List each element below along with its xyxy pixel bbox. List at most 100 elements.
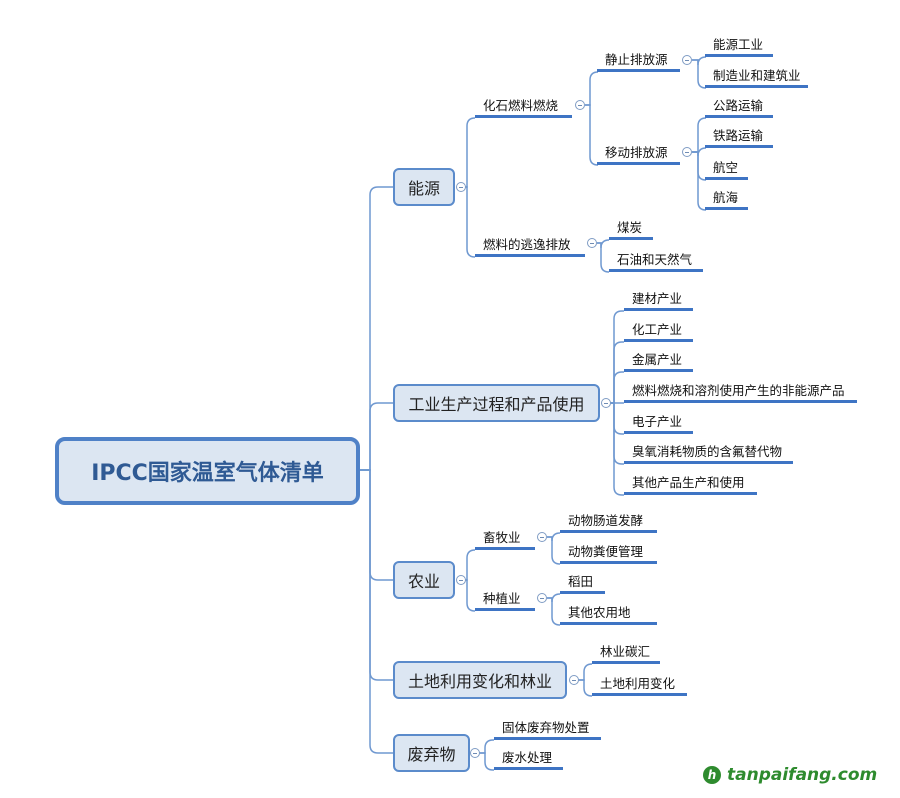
topic-label: 燃料燃烧和溶剂使用产生的非能源产品 <box>632 383 845 398</box>
watermark-text: tanpaifang.com <box>727 765 878 785</box>
collapse-icon[interactable] <box>456 182 466 192</box>
topic-label: 动物肠道发酵 <box>568 513 644 528</box>
topic-stationary-sources[interactable]: 静止排放源 <box>597 53 680 72</box>
topic-livestock[interactable]: 畜牧业 <box>475 531 535 550</box>
topic-leaf[interactable]: 土地利用变化 <box>592 677 687 696</box>
topic-label: 畜牧业 <box>483 530 521 545</box>
topic-leaf[interactable]: 电子产业 <box>624 415 693 434</box>
topic-label: 农业 <box>407 572 440 591</box>
topic-leaf[interactable]: 公路运输 <box>705 99 773 118</box>
connector-line <box>465 117 476 188</box>
topic-leaf[interactable]: 动物肠道发酵 <box>560 514 657 533</box>
connector-line <box>479 739 494 754</box>
topic-label: 固体废弃物处置 <box>502 720 590 735</box>
connector-line <box>610 310 624 404</box>
connector-line <box>360 469 393 681</box>
topic-leaf[interactable]: 化工产业 <box>624 323 693 342</box>
topic-label: 煤炭 <box>617 220 643 235</box>
topic-label: 其他农用地 <box>568 605 631 620</box>
topic-cropland[interactable]: 种植业 <box>475 592 535 611</box>
topic-label: 化石燃料燃烧 <box>483 98 559 113</box>
connector-line <box>479 752 494 771</box>
collapse-icon[interactable] <box>470 748 480 758</box>
connector-line <box>547 536 561 565</box>
topic-leaf[interactable]: 其他农用地 <box>560 606 657 625</box>
topic-agriculture[interactable]: 农业 <box>393 561 455 599</box>
topic-label: 能源工业 <box>713 37 764 52</box>
topic-leaf[interactable]: 航空 <box>705 161 748 180</box>
root-topic[interactable]: IPCC国家温室气体清单 <box>55 437 360 505</box>
topic-leaf[interactable]: 金属产业 <box>624 353 693 372</box>
tanpaifang-logo-icon: h <box>703 766 721 784</box>
collapse-icon[interactable] <box>682 147 692 157</box>
collapse-icon[interactable] <box>456 575 466 585</box>
topic-leaf[interactable]: 固体废弃物处置 <box>494 721 601 740</box>
topic-label: 金属产业 <box>632 352 683 367</box>
connector-line <box>360 469 393 754</box>
connector-line <box>610 402 624 496</box>
topic-leaf[interactable]: 建材产业 <box>624 292 693 311</box>
topic-leaf[interactable]: 臭氧消耗物质的含氟替代物 <box>624 445 793 464</box>
topic-leaf[interactable]: 林业碳汇 <box>592 645 660 664</box>
connector-line <box>610 371 624 404</box>
topic-leaf[interactable]: 其他产品生产和使用 <box>624 476 757 495</box>
topic-label: 动物粪便管理 <box>568 544 644 559</box>
topic-energy[interactable]: 能源 <box>393 168 455 206</box>
topic-leaf[interactable]: 燃料燃烧和溶剂使用产生的非能源产品 <box>624 384 857 403</box>
topic-label: 航海 <box>713 190 739 205</box>
topic-label: 铁路运输 <box>713 128 764 143</box>
topic-label: 废弃物 <box>407 745 456 764</box>
topic-mobile-sources[interactable]: 移动排放源 <box>597 146 680 165</box>
connector-line <box>360 402 393 471</box>
connector-line <box>692 56 707 66</box>
topic-leaf[interactable]: 稻田 <box>560 575 605 594</box>
topic-label: 移动排放源 <box>605 145 668 160</box>
topic-label: 臭氧消耗物质的含氟替代物 <box>632 444 783 459</box>
connector-line <box>465 549 476 581</box>
collapse-icon[interactable] <box>537 593 547 603</box>
topic-leaf[interactable]: 煤炭 <box>609 221 653 240</box>
topic-label: 公路运输 <box>713 98 764 113</box>
collapse-icon[interactable] <box>569 675 579 685</box>
topic-fugitive-emissions[interactable]: 燃料的逃逸排放 <box>475 238 585 257</box>
topic-label: 建材产业 <box>632 291 683 306</box>
collapse-icon[interactable] <box>601 398 611 408</box>
topic-fossil-fuel-combustion[interactable]: 化石燃料燃烧 <box>475 99 572 118</box>
topic-leaf[interactable]: 能源工业 <box>705 38 773 57</box>
topic-leaf[interactable]: 动物粪便管理 <box>560 545 657 564</box>
topic-label: 航空 <box>713 160 739 175</box>
topic-land-use[interactable]: 土地利用变化和林业 <box>393 661 567 699</box>
topic-label: 林业碳汇 <box>600 644 651 659</box>
root-topic-label: IPCC国家温室气体清单 <box>91 461 324 486</box>
topic-label: 燃料的逃逸排放 <box>483 237 571 252</box>
topic-label: 能源 <box>407 179 440 198</box>
connector-line <box>692 59 707 89</box>
topic-leaf[interactable]: 铁路运输 <box>705 129 773 148</box>
connector-line <box>465 186 476 258</box>
connector-line <box>585 71 599 106</box>
topic-label: 稻田 <box>568 574 594 589</box>
topic-label: 制造业和建筑业 <box>713 68 801 83</box>
topic-label: 电子产业 <box>632 414 683 429</box>
logo-letter: h <box>707 768 717 782</box>
connector-line <box>692 151 707 181</box>
collapse-icon[interactable] <box>537 532 547 542</box>
topic-leaf[interactable]: 制造业和建筑业 <box>705 69 808 88</box>
topic-label: 化工产业 <box>632 322 683 337</box>
topic-leaf[interactable]: 石油和天然气 <box>609 253 703 272</box>
topic-industry[interactable]: 工业生产过程和产品使用 <box>393 384 600 422</box>
collapse-icon[interactable] <box>682 55 692 65</box>
connector-line <box>610 341 624 404</box>
connector-line <box>360 469 393 581</box>
watermark: h tanpaifang.com <box>703 765 877 785</box>
topic-label: 石油和天然气 <box>617 252 693 267</box>
topic-waste[interactable]: 废弃物 <box>393 734 470 772</box>
connector-line <box>692 117 707 153</box>
connector-line <box>547 597 561 626</box>
connector-line <box>597 242 610 273</box>
topic-leaf[interactable]: 废水处理 <box>494 751 563 770</box>
collapse-icon[interactable] <box>587 238 597 248</box>
topic-leaf[interactable]: 航海 <box>705 191 748 210</box>
collapse-icon[interactable] <box>575 100 585 110</box>
topic-label: 土地利用变化 <box>600 676 676 691</box>
